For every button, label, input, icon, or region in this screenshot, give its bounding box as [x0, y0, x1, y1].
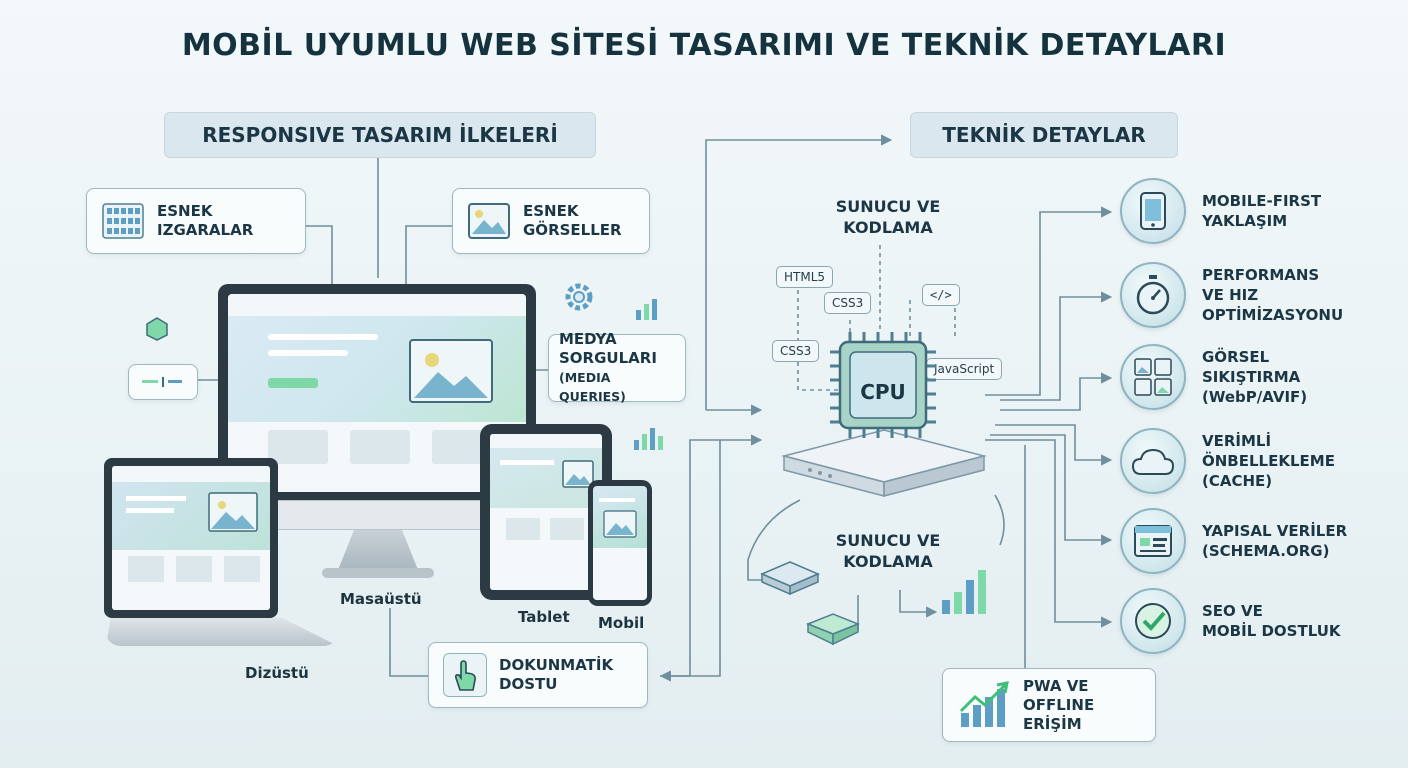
- cpu-chip: [828, 330, 938, 440]
- tech-item-structured-data-label: YAPISAL VERİLER (SCHEMA.ORG): [1202, 522, 1348, 560]
- tech-item-caching: VERİMLİ ÖNBELLEKLEME (CACHE): [1120, 428, 1335, 494]
- check-icon: [1120, 588, 1186, 654]
- gear-icon: [565, 283, 593, 311]
- tech-item-image-compression-label: GÖRSEL SIKIŞTIRMA (WebP/AVIF): [1202, 348, 1308, 406]
- laptop-screen: [112, 466, 270, 610]
- tech-item-mobile-first: MOBILE-FIRST YAKLAŞIM: [1120, 178, 1321, 244]
- tag-html5: HTML5: [776, 266, 834, 288]
- card-pwa-offline: PWA VE OFFLINE ERİŞİM: [942, 668, 1156, 742]
- card-media-queries-sub: (MEDIA QUERIES): [559, 370, 626, 404]
- technical-details-heading-label: TEKNİK DETAYLAR: [942, 123, 1146, 147]
- desktop-base: [322, 568, 434, 578]
- cloud-icon: [1120, 428, 1186, 494]
- laptop: [104, 458, 278, 618]
- tag-css3-a: CSS3: [824, 292, 872, 314]
- laptop-label: Dizüstü: [245, 664, 309, 682]
- responsive-heading-label: RESPONSIVE TASARIM İLKELERİ: [202, 123, 558, 147]
- touch-hand-icon: [443, 653, 487, 697]
- tag-css3-b: CSS3: [772, 340, 820, 362]
- bar-chart-icon-2: [634, 428, 663, 450]
- tech-item-seo-label: SEO VE MOBİL DOSTLUK: [1202, 602, 1341, 640]
- node-chip-icon: [806, 613, 860, 646]
- tech-item-mobile-first-label: MOBILE-FIRST YAKLAŞIM: [1202, 192, 1322, 230]
- tag-javascript: JavaScript: [926, 358, 1003, 380]
- tech-item-image-compression: GÖRSEL SIKIŞTIRMA (WebP/AVIF): [1120, 344, 1307, 410]
- tech-item-performance: PERFORMANS VE HIZ OPTİMİZASYONU: [1120, 262, 1343, 328]
- card-flexible-grids-label: ESNEK IZGARALAR: [157, 202, 254, 239]
- growth-chart-icon: [959, 681, 1009, 727]
- stopwatch-icon: [1120, 262, 1186, 328]
- mobile-phone: [588, 480, 652, 606]
- mobile-label: Mobil: [598, 614, 645, 632]
- grid-icon: [101, 199, 145, 243]
- card-media-queries: MEDYA SORGULARI(MEDIA QUERIES): [548, 330, 686, 404]
- image-icon: [467, 199, 511, 243]
- server-bottom-label: SUNUCU VE KODLAMA: [835, 531, 941, 571]
- card-pwa-offline-label: PWA VE OFFLINE ERİŞİM: [1023, 676, 1095, 733]
- tech-item-caching-label: VERİMLİ ÖNBELLEKLEME (CACHE): [1202, 432, 1335, 490]
- tech-item-performance-label: PERFORMANS VE HIZ OPTİMİZASYONU: [1202, 266, 1344, 324]
- desktop-label: Masaüstü: [340, 590, 422, 608]
- card-flexible-grids: ESNEK IZGARALAR: [86, 188, 306, 254]
- mini-bar-chart-icon: [942, 570, 986, 614]
- responsive-heading: RESPONSIVE TASARIM İLKELERİ: [164, 112, 596, 158]
- node-server-icon: [760, 561, 820, 596]
- mobile-screen: [593, 486, 647, 600]
- tech-item-seo: SEO VE MOBİL DOSTLUK: [1120, 588, 1341, 654]
- server-box: [780, 428, 988, 498]
- desktop-screen: [228, 294, 526, 492]
- server-top-label: SUNUCU VE KODLAMA: [835, 197, 941, 237]
- tag-code: </>: [922, 284, 960, 306]
- card-flexible-images: ESNEK GÖRSELLER: [452, 188, 650, 254]
- tech-item-structured-data: YAPISAL VERİLER (SCHEMA.ORG): [1120, 508, 1347, 574]
- card-flexible-images-label: ESNEK GÖRSELLER: [523, 202, 622, 239]
- desktop-stand: [338, 530, 418, 570]
- structured-data-icon: [1120, 508, 1186, 574]
- image-compress-icon: [1120, 344, 1186, 410]
- media-query-icon-card: [128, 364, 198, 400]
- technical-details-heading: TEKNİK DETAYLAR: [910, 112, 1178, 158]
- bar-chart-icon: [636, 299, 657, 320]
- cpu-label: CPU: [860, 380, 906, 404]
- page-title: MOBİL UYUMLU WEB SİTESİ TASARIMI VE TEKN…: [181, 28, 1227, 63]
- cube-icon: [146, 317, 168, 341]
- tablet-label: Tablet: [518, 608, 570, 626]
- media-query-icon: [142, 377, 182, 387]
- phone-icon: [1120, 178, 1186, 244]
- tablet-screen: [490, 434, 602, 590]
- card-touch-friendly-label: DOKUNMATİK DOSTU: [499, 656, 614, 693]
- card-media-queries-label: MEDYA SORGULARI(MEDIA QUERIES): [559, 330, 657, 404]
- card-touch-friendly: DOKUNMATİK DOSTU: [428, 642, 648, 708]
